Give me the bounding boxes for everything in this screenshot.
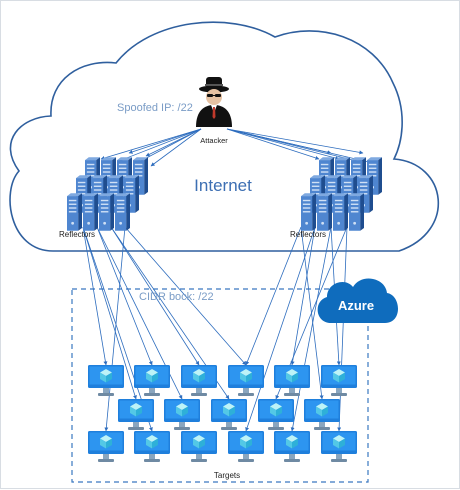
traffic-arrow [290,226,332,432]
traffic-arrow [96,226,153,366]
vm-monitor-icon [134,365,170,396]
vm-monitor-icon [181,365,217,396]
traffic-arrow [245,226,302,366]
cidr-block-region [71,288,369,483]
traffic-arrow [118,128,202,162]
traffic-arrow [82,226,137,400]
vm-monitor-icon [304,399,340,430]
vm-monitor-icon [274,431,310,462]
traffic-arrow [226,128,364,155]
traffic-arrow [82,226,108,366]
traffic-arrow [124,226,247,366]
hacker-icon [196,77,232,127]
traffic-arrow [290,226,316,366]
vm-monitor-icon [118,399,154,430]
vm-monitor-icon [181,431,217,462]
azure-label: Azure [338,298,374,313]
spoofed-ip-label: Spoofed IP: /22 [117,102,193,114]
traffic-arrow [245,226,316,432]
reflectors-right-group [301,157,382,231]
traffic-arrow [110,226,200,366]
internet-label: Internet [194,176,252,195]
traffic-arrow [145,128,202,157]
targets-label: Targets [214,471,240,480]
internet-cloud [9,21,439,252]
targets-group [88,365,357,462]
server-rack-icon [301,193,316,231]
azure-cloud-icon [317,278,398,323]
traffic-arrow [82,226,153,432]
traffic-arrow [150,128,202,167]
attacker-label: Attacker [200,136,228,145]
vm-monitor-icon [258,399,294,430]
vm-monitor-icon [88,365,124,396]
traffic-arrow [300,226,324,400]
cidr-block-label: CIDR bock: /22 [139,291,214,303]
server-rack-icon [317,193,332,231]
server-rack-icon [349,193,364,231]
vm-monitor-icon [228,431,264,462]
vm-monitor-icon [211,399,247,430]
traffic-arrow [337,226,348,432]
traffic-arrow [128,128,202,154]
vm-monitor-icon [228,365,264,396]
reflectors-left-group [67,157,148,231]
reflectors-right-label: Reflectors [290,230,326,239]
vm-monitor-icon [88,431,124,462]
vm-monitor-icon [321,365,357,396]
vm-monitor-icon [321,431,357,462]
server-rack-icon [67,193,82,231]
traffic-arrow [226,128,332,155]
vm-monitor-icon [164,399,200,430]
vm-monitor-icon [134,431,170,462]
server-rack-icon [115,193,130,231]
traffic-arrow [104,226,126,432]
server-rack-icon [83,193,98,231]
reflectors-left-label: Reflectors [59,230,95,239]
traffic-arrow [226,128,320,160]
server-rack-icon [333,193,348,231]
traffic-arrow [100,128,202,160]
server-rack-icon [99,193,114,231]
